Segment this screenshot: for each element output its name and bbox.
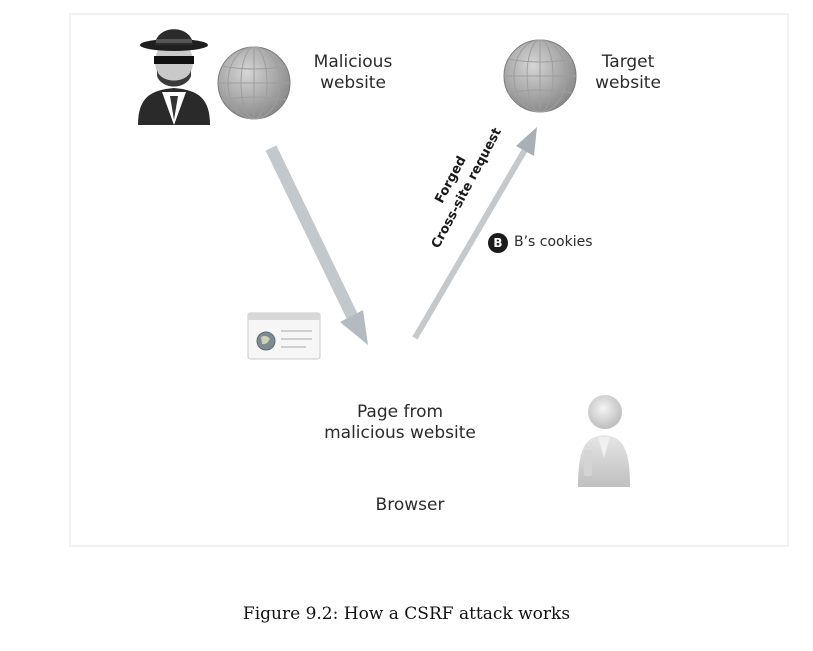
target-website-line1: Target (601, 52, 655, 72)
figure-caption: Figure 9.2: How a CSRF attack works (242, 604, 571, 624)
malicious-website-label: Malicious website (288, 52, 418, 95)
page-label-line2: malicious website (324, 423, 476, 444)
cookie-owner-badge: B (488, 233, 508, 253)
browser-frame (69, 13, 789, 547)
globe-icon (503, 39, 577, 113)
page-from-malicious-label: Page from malicious website (300, 402, 500, 445)
arrow-forged-request (412, 127, 537, 340)
user-icon (578, 395, 630, 487)
browser-label: Browser (375, 495, 445, 515)
web-page-icon (247, 312, 321, 360)
arrow-malicious-to-page (265, 145, 368, 345)
globe-icon (217, 46, 291, 120)
target-website-line2: website (595, 73, 661, 94)
malicious-website-line1: Malicious (313, 52, 393, 72)
cookies-label: B’s cookies (514, 234, 593, 250)
spy-attacker-icon (138, 29, 210, 125)
page-label-line1: Page from (356, 402, 444, 422)
target-website-label: Target website (568, 52, 688, 95)
malicious-website-line2: website (320, 73, 386, 94)
